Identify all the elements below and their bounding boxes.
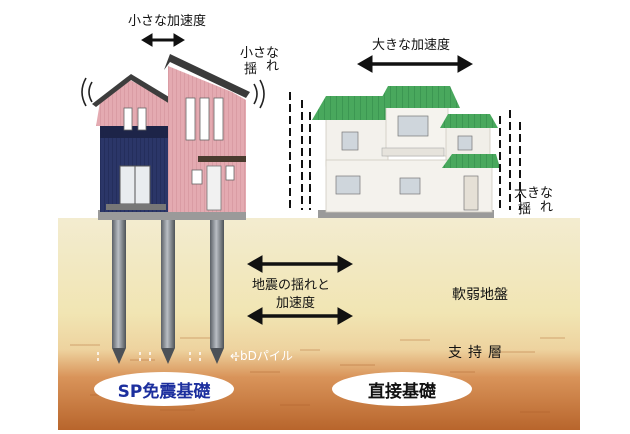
double-arrow-icon [141, 33, 185, 47]
small-shake-label-line2b: れ [266, 59, 280, 74]
house-icon [312, 86, 500, 218]
small-accel-label: 小さな加速度 [128, 14, 207, 29]
large-accel-label: 大きな加速度 [372, 38, 451, 53]
vibration-lines-icon [289, 92, 521, 210]
pile-tip-marks [97, 352, 237, 362]
double-arrow-icon [246, 255, 354, 273]
quake-label-line1: 地震の揺れと [252, 278, 331, 293]
small-shake-label-line1: 小さな [240, 46, 280, 61]
double-arrow-icon [246, 307, 354, 325]
quake-label-line2: 加速度 [276, 296, 316, 311]
sp-foundation-label: SP免震基礎 [117, 381, 211, 402]
large-shake-label-line1: 大きな [514, 186, 554, 201]
sp-foundation-badge: SP免震基礎 [94, 372, 234, 406]
double-arrow-icon [356, 55, 474, 73]
large-shake-label-line2b: れ [540, 200, 554, 215]
bearing-layer-label: 支持層 [448, 345, 508, 361]
pile-icon [112, 220, 224, 364]
direct-foundation-badge: 直接基礎 [332, 372, 472, 406]
small-shake-label-line2a: 揺 [244, 62, 258, 77]
soft-ground-label: 軟弱地盤 [452, 287, 508, 303]
pile-label: ←bDパイル [230, 349, 293, 363]
direct-foundation-label: 直接基礎 [368, 381, 436, 402]
large-shake-label-line2a: 揺 [518, 202, 532, 217]
house-icon [92, 54, 250, 220]
vibration-lines-icon [81, 77, 265, 109]
